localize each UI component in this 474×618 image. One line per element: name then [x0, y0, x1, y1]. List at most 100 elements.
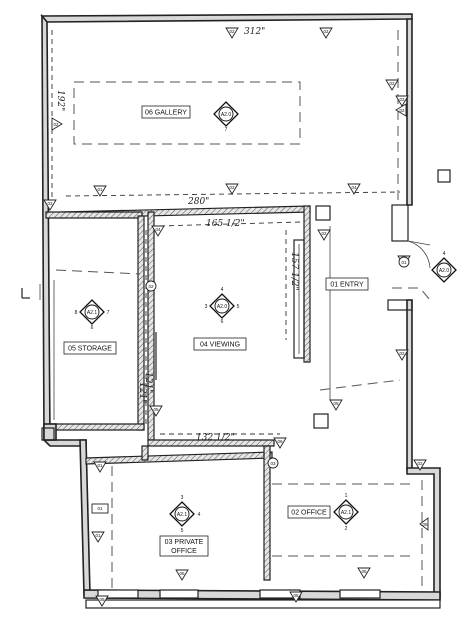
svg-text:5: 5: [181, 528, 184, 534]
svg-text:05: 05: [333, 401, 339, 406]
gallery-dim-line: [65, 191, 401, 197]
dim-viewing-bottom: 132 1/2": [196, 433, 235, 443]
private-top-wall: [85, 451, 273, 465]
right-wall-lower: [406, 299, 413, 471]
door-tag-01: 01: [398, 256, 410, 268]
svg-text:02: 02: [47, 201, 53, 206]
room-private-office-label-1: 03 PRIVATE: [165, 539, 204, 546]
left-wall: [41, 13, 51, 441]
marker-gallery: A2.0 7: [213, 101, 239, 133]
svg-text:A2.0: A2.0: [217, 304, 228, 310]
lower-right-wall: [406, 467, 441, 599]
dim-left-wall: 192": [55, 90, 65, 111]
svg-text:6: 6: [91, 325, 94, 331]
svg-text:01: 01: [97, 187, 103, 192]
window-2: [159, 589, 199, 599]
svg-text:5: 5: [237, 304, 240, 310]
svg-text:04: 04: [351, 185, 357, 190]
storage-shelf-line: [55, 269, 141, 275]
room-private-office-label-2: OFFICE: [171, 548, 197, 555]
room-gallery: 06 GALLERY: [141, 105, 191, 119]
top-wall: [40, 13, 413, 23]
section-markers: A2.0 7 A2.1 6 8 7 A2.0 4 6 3 5 A2.1 3 5 …: [75, 101, 457, 534]
svg-text:1: 1: [345, 493, 348, 499]
entry-threshold: [392, 287, 431, 301]
door-tag-03: 03: [267, 457, 279, 469]
tag-05-entry: 05: [329, 399, 343, 411]
entry-dash: [319, 379, 401, 391]
svg-text:3: 3: [205, 304, 208, 310]
tag-05-bottom-right: 05: [357, 567, 371, 579]
room-entry: 01 ENTRY: [325, 277, 369, 291]
column-left: [41, 427, 55, 441]
tag-01-private: 01: [93, 461, 107, 473]
display-case-right: [293, 239, 305, 359]
column-bottom: [313, 413, 329, 429]
interior-walls: [43, 205, 311, 581]
viewing-fixtures: [53, 226, 331, 420]
tag-02-right-b: 02: [395, 103, 407, 117]
window-4: [339, 589, 381, 599]
wall-tags: 02 02 02 02 02 01 02 04: [43, 27, 429, 607]
door-frame: [391, 204, 409, 242]
svg-text:6: 6: [221, 319, 224, 325]
svg-text:2: 2: [345, 526, 348, 532]
door-swing: [407, 240, 431, 269]
tag-02-topright: 02: [319, 27, 333, 39]
tag-05-viewing: 05: [149, 405, 163, 417]
svg-text:02: 02: [148, 284, 154, 289]
sill: [85, 599, 441, 609]
svg-text:05: 05: [422, 522, 428, 527]
tag-02-gallery-center: 02: [225, 183, 239, 195]
room-viewing: 04 VIEWING: [193, 337, 247, 351]
door-leaf: [407, 240, 431, 246]
tag-02-top: 02: [225, 27, 239, 39]
gallery-outline: [73, 81, 301, 145]
svg-text:02: 02: [323, 29, 329, 34]
column-top: [315, 205, 331, 221]
tag-02-right-a: 02: [385, 79, 399, 91]
room-office-label: 02 OFFICE: [291, 510, 327, 517]
svg-text:A2.0: A2.0: [221, 112, 232, 118]
room-storage: 05 STORAGE: [63, 341, 117, 355]
svg-text:4: 4: [198, 512, 201, 518]
window-1: [97, 589, 139, 599]
svg-text:02: 02: [229, 185, 235, 190]
dim-viewing-top: 165 1/2": [206, 219, 245, 229]
svg-text:01: 01: [97, 506, 103, 511]
svg-text:05: 05: [99, 597, 105, 602]
svg-text:02: 02: [389, 81, 395, 86]
svg-text:3: 3: [181, 495, 184, 501]
viewing-bottom-wall: [147, 439, 275, 447]
door-tags: 02 01 03: [145, 256, 410, 469]
marker-viewing: A2.0 4 6 3 5: [205, 287, 240, 325]
dim-top: 312": [244, 27, 265, 37]
svg-text:A2.1: A2.1: [177, 512, 188, 518]
svg-text:4: 4: [443, 251, 446, 257]
entry-jamb: [387, 299, 413, 311]
tag-02-storage: 02: [43, 199, 57, 211]
room-private-office: 03 PRIVATE OFFICE: [159, 535, 209, 557]
tag-04-viewing-left: 04: [151, 225, 165, 237]
tag-05-office-right: 05: [419, 517, 429, 531]
tag-02-entry-right: 02: [395, 349, 409, 361]
svg-text:A2.1: A2.1: [87, 310, 98, 316]
tag-02-left: 02: [51, 117, 63, 131]
svg-text:05: 05: [293, 593, 299, 598]
dim-storage-left: 121": [137, 382, 147, 403]
tag-02-office-right: 02: [413, 459, 427, 471]
dim-viewing-side: 157 1/2": [289, 252, 299, 291]
svg-text:A2.1: A2.1: [341, 510, 352, 516]
room-labels: 06 GALLERY 05 STORAGE 04 VIEWING 01 ENTR…: [63, 105, 369, 557]
tag-01-private-left: 01: [91, 503, 109, 514]
tag-01-private-mid: 01: [91, 531, 105, 543]
svg-text:02: 02: [399, 351, 405, 356]
room-viewing-label: 04 VIEWING: [200, 342, 240, 349]
svg-text:02: 02: [229, 29, 235, 34]
svg-text:02: 02: [399, 108, 405, 113]
svg-text:04: 04: [155, 227, 161, 232]
svg-text:05: 05: [153, 407, 159, 412]
center-stub-wall: [141, 445, 149, 461]
svg-text:02: 02: [399, 97, 405, 102]
